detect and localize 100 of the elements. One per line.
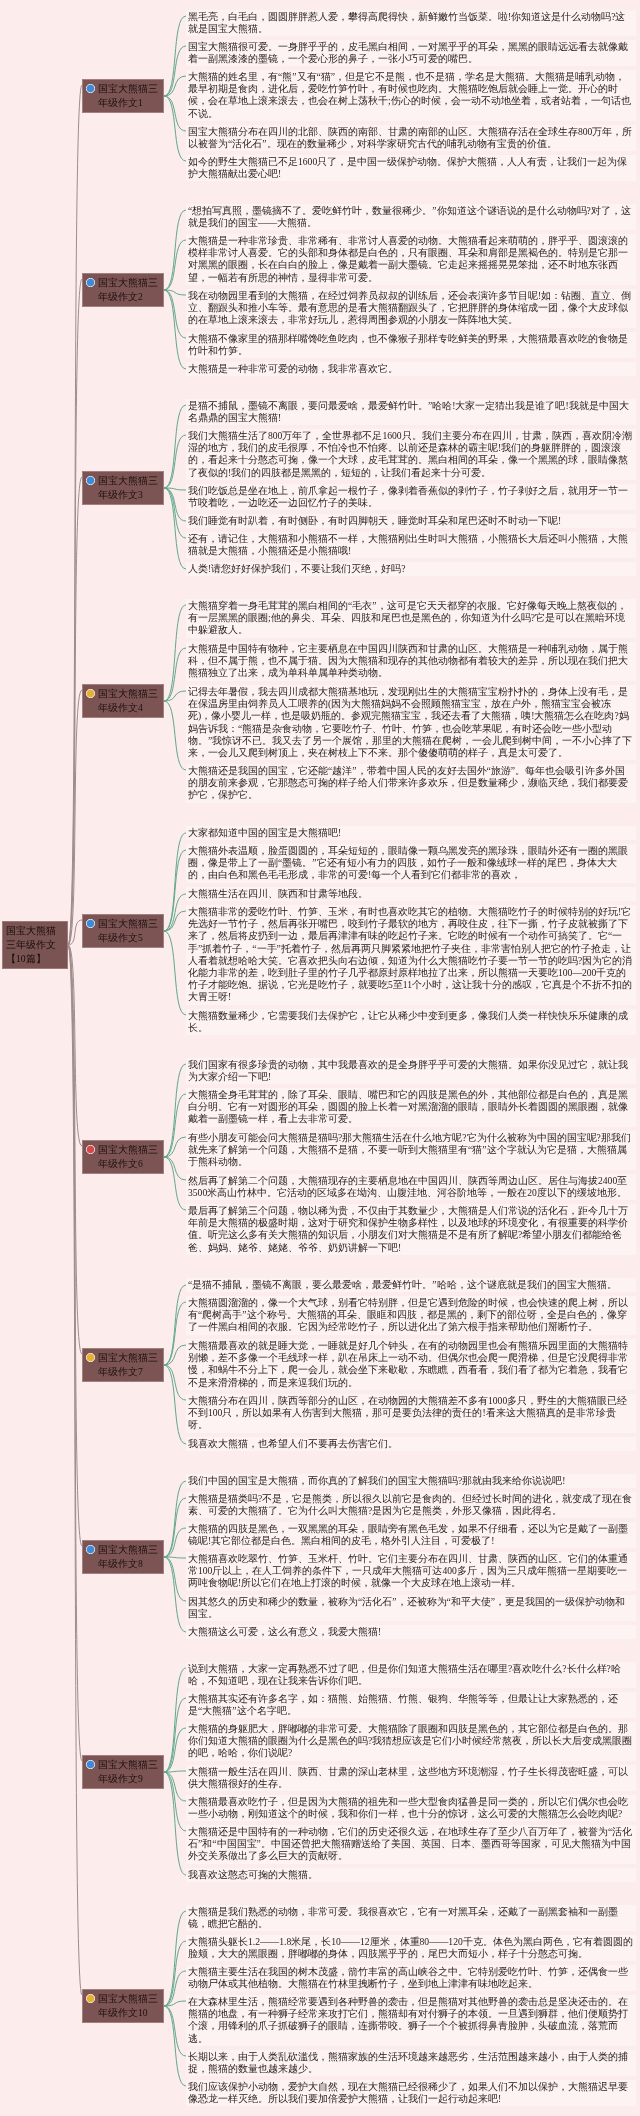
paragraph-text: 大熊猫是中国特有物种，它主要栖息在中国四川陕西和甘肃的山区。大熊猫是一种哺乳动物，属于熊科，但不属于熊，也不属于猫。因为大熊猫和现存的其他动物都有着较大的差异，所以现在我们把大熊猫独立了出来，成为单科单属单种类动物。 bbox=[186, 642, 636, 681]
connector-line bbox=[163, 1344, 187, 1366]
paragraph-text: 大熊猫喜欢吃翠竹、竹笋、玉米杆、竹叶。它们主要分布在四川、甘肃、陕西的山区。它们的体重通常100斤以上，在人工饲养的条件下，一只成年大熊猫可达400多斤，因为三只成年熊猫一星期要吃一两吨食物呢!所以它们在地上打滚的时候，就像一个大皮球在地上滚动一样。 bbox=[186, 1552, 636, 1591]
connector-line bbox=[163, 1156, 187, 1181]
branch-topic: 国宝大熊猫三年级作文2 bbox=[82, 273, 164, 307]
connector-line bbox=[163, 289, 187, 296]
paragraph-text: 大熊猫分布在四川，陕西等部分的山区，在动物园的大熊猫差不多有1000多只，野生的大熊猫眼已经不到100只，所以如果有人伤害到大熊猫，那可是要负法律的责任的!看来这大熊猫真的是非常珍贵呀。 bbox=[186, 1394, 636, 1433]
paragraph-text: 如今的野生大熊猫已不足1600只了，是中国一级保护动物。保护大熊猫，人人有责，让我们一起为保护大熊猫献出爱心吧! bbox=[186, 155, 636, 182]
branch-topic: 国宝大熊猫三年级作文5 bbox=[82, 913, 164, 948]
paragraph-text: 我们吃饭总是坐在地上，前爪拿起一根竹子，像剥着香蕉似的剥竹子，竹子剥好之后，就用牙一节一节咬着吃，一边吃还一边回忆竹子的美味。 bbox=[186, 484, 636, 511]
branch-topic: 国宝大熊猫三年级作文10 bbox=[82, 1988, 164, 2023]
connector-line bbox=[163, 1093, 187, 1158]
connector-line bbox=[163, 2005, 187, 2087]
paragraph-text: 大熊猫是一种非常可爱的动物，我非常喜欢它。 bbox=[186, 362, 636, 377]
connector-line bbox=[163, 1556, 187, 1633]
connector-line bbox=[163, 1770, 187, 1773]
paragraph-text: 我喜欢这憨态可掬的大熊猫。 bbox=[186, 1868, 636, 1883]
paragraph-text: 大熊猫生活在四川、陕西和甘肃等地段。 bbox=[186, 887, 636, 902]
root-topic: 国宝大熊猫三年级作文【10篇】 bbox=[2, 921, 68, 969]
paragraph-text: 我们中国的国宝是大熊猫，而你真的了解我们的国宝大熊猫吗?那就由我来给你说说吧! bbox=[186, 1474, 636, 1489]
paragraph-text: 大熊猫圆溜溜的，像一个大气球，别看它特别胖，但是它遇到危险的时候，也会快速的爬上树，所以有“爬树高手”这个称号。大熊猫的耳朵、眼眶和四肢，都是黑的，剩下的部位呀，全是白色的，像穿了一件黑白相间的衣服。它因为经常吃竹子，所以进化出了第六根手指来帮助他们掰断竹子。 bbox=[186, 1296, 636, 1335]
connector-line bbox=[163, 289, 187, 370]
paragraph-text: 因其悠久的历史和稀少的数量，被称为“活化石”，还被称为“和平大使”，更是我国的一级保护动物和国宝。 bbox=[186, 1595, 636, 1622]
branch-topic: 国宝大熊猫三年级作文1 bbox=[82, 78, 164, 113]
connector-line bbox=[163, 487, 187, 491]
connector-line bbox=[67, 944, 83, 1147]
connector-line bbox=[163, 404, 187, 489]
paragraph-text: 我们国家有很多珍贵的动物，其中我最喜欢的是全身胖乎乎可爱的大熊猫。如果你没见过它，就让我为大家介绍一下吧! bbox=[186, 1058, 636, 1085]
paragraph-text: 我们应该保护小动物，爱护大自然，现在大熊猫已经很稀少了，如果人们不加以保护，大熊猫迟早要像恐龙一样灭绝。所以我们要加倍爱护大熊猫，让我们一起行动起来吧! bbox=[186, 2080, 636, 2107]
paragraph-text: 有些小朋友可能会问大熊猫是猫吗?那大熊猫生活在什么地方呢?它为什么被称为中国的国宝呢?那我们就先来了解第一个问题，大熊猫不是猫，不要一听到大熊猫里有“猫”这个字就认为它是猫，大熊猫属于熊科动物。 bbox=[186, 1131, 636, 1170]
paragraph-text: 大熊猫非常的爱吃竹叶、竹笋、玉米，有时也喜欢吃其它的植物。大熊猫吃竹子的时候特别的好玩!它先选好一节竹子，然后再张开嘴巴，咬到竹子最软的地方，再咬住皮，往下一撕，竹子皮就被撕了下来了，然后将皮扔到一边，最后再津津有味的吃起竹子来。它吃的时候有一个动作可搞笑了。它“一手”抓着竹子，“一手”托着竹子，然后再两只脚紧紧地把竹子夹住，非常害怕别人把它的竹子抢走，让人看着就想哈哈大笑。它喜欢把头向右边倾，知道为什么大熊猫吃竹子要一节一节的吃吗?因为它的消化能力非常的差，吃到肚子里的竹子几乎都原封原样地拉了出来，所以熊猫一天要吃100—200千克的竹子才能吃饱。据说，它光是吃竹子，就要吃5至11个小时，这让我十分的感叹，它真是个不折不扣的大胃王呀! bbox=[186, 905, 636, 1005]
paragraph-text: 大熊猫还是中国特有的一种动物，它们的历史还很久远，在地球生存了至少八百万年了，被誉为“活化石”和“中国国宝”。中国还曾把大熊猫赠送给了美国、英国、日本、墨西哥等国家，可见大熊猫为中国外交关系做出了多么巨大的贡献呀。 bbox=[186, 1825, 636, 1864]
branch-topic: 国宝大熊猫三年级作文9 bbox=[82, 1755, 164, 1789]
paragraph-text: 大熊猫头躯长1.2——1.8米尾，长10——12厘米，体重80——120千克。体色为黑白两色，它有着圆圆的脸颊，大大的黑眼圈，胖嘟嘟的身体，四肢黑乎乎的，尾巴大而短小，样子十分憨态可掬。 bbox=[186, 1935, 636, 1962]
paragraph-text: “想拍写真照，墨镜摘不了。爱吃鲜竹叶，数量很稀少。”你知道这个谜语说的是什么动物吗?对了，这就是我们的国宝——大熊猫。 bbox=[186, 204, 636, 231]
paragraph-text: 大熊猫一般生活在四川、陕西、甘肃的深山老林里，这些地方环境潮湿，竹子生长得茂密旺盛，可以供大熊猫很好的生存。 bbox=[186, 1765, 636, 1792]
branch-topic: 国宝大熊猫三年级作文4 bbox=[82, 684, 164, 718]
paragraph-text: 人类!请您好好保护我们，不要让我们灭绝，好吗? bbox=[186, 562, 636, 577]
paragraph-text: 国宝大熊猫分布在四川的北部、陕西的南部、甘肃的南部的山区。大熊猫存活在全球生存800万年，所以被誉为“活化石”。现在的数量稀少，对科学家研究古代的哺乳动物有宝贵的价值。 bbox=[186, 125, 636, 152]
connector-line bbox=[163, 910, 187, 932]
connector-line bbox=[163, 2005, 187, 2057]
paragraph-text: 大熊猫的身躯肥大，胖嘟嘟的非常可爱。大熊猫除了眼圈和四肢是黑色的，其它部位都是白色的。那你们知道大熊猫的眼圈为什么是黑色的吗?我猜想应该是它们小时候经常熬夜，所以长大后变成黑眼圈的吧，哈哈，你们说呢? bbox=[186, 1722, 636, 1761]
paragraph-text: 大熊猫的四肢是黑色，一双黑黑的耳朵，眼睛旁有黑色毛发，如果不仔细看，还以为它是戴了一副墨镜呢!其它部位都是白色。黑白相间的皮毛，格外引人注目，可爱极了! bbox=[186, 1522, 636, 1549]
paragraph-text: “是猫不捕鼠，墨镜不离眼，要么最爱啥，最爱鲜竹叶。”哈哈，这个谜底就是我们的国宝大熊猫。 bbox=[186, 1278, 636, 1293]
paragraph-text: 国宝大熊猫很可爱。一身胖乎乎的，皮毛黑白相间，一对黑乎乎的耳朵，黑黑的眼睛远远看去就像戴着一副黑漆漆的墨镜，一个爱心形的鼻子，一张小巧可爱的嘴巴。 bbox=[186, 40, 636, 67]
branch-topic: 国宝大熊猫三年级作文8 bbox=[82, 1539, 164, 1574]
connector-line bbox=[163, 209, 187, 291]
connector-line bbox=[163, 1940, 187, 2007]
paragraph-text: 然后再了解第二个问题，大熊猫现存的主要栖息地在中国四川、陕西等周边山区。居住与海拔2400至3500米高山竹林中。它活动的区域多在坳沟、山腹洼地、河谷阶地等，一般在20度以下的缓坡地形。 bbox=[186, 1174, 636, 1201]
connector-line bbox=[163, 1364, 187, 1445]
paragraph-text: 大熊猫最喜欢的就是睡大觉，一睡就是好几个钟头，在有的动物园里也会有熊猫乐园里面的大熊猫特别懒，差不多像一个毛线球一样，趴在吊床上一动不动。但偶尔也会爬一爬滑梯，但是它没爬得非常慢，和蜗牛不分上下，爬一会儿，就会坐下来歇歇，东瞧瞧，西看看，我们看了都为它着急，我看它不是来滑滑梯的，而是来逗我们玩的。 bbox=[186, 1339, 636, 1390]
paragraph-text: 是猫不捕鼠，墨镜不离眼，要问最爱啥，最爱鲜竹叶。”哈哈!大家一定猜出我是谁了吧!我就是中国大名鼎鼎的国宝大熊猫! bbox=[186, 399, 636, 426]
connector-line bbox=[163, 487, 187, 570]
connector-line bbox=[163, 1301, 187, 1366]
branch-topic: 国宝大熊猫三年级作文7 bbox=[82, 1347, 164, 1382]
paragraph-text: 大熊猫是猫类吗?不是，它是熊类，所以很久以前它是食肉的。但经过长时间的进化，就变成了现在食素、可爱的大熊猫了。它为什么叫大熊猫?是因为它是熊类，外形又像猫，因此得名。 bbox=[186, 1492, 636, 1519]
paragraph-text: 大家都知道中国的国宝是大熊猫吧! bbox=[186, 826, 636, 841]
paragraph-text: 黑毛亮，白毛白，圆圆胖胖惹人爱，攀得高爬得快，新鲜嫩竹当饭菜。啦!你知道这是什么动物吗?这就是国宝大熊猫。 bbox=[186, 10, 636, 37]
paragraph-text: 在大森林里生活，熊猫经常要遇到各种野兽的袭击，但是熊猫对其他野兽的袭击总是坚决还击的。在熊猫的地盘，有一种狮子经常来攻打它们，熊猫却有对付狮子的本领。一旦遇到狮群，他们便顺势打个滚，用锋利的爪子抓破狮子的眼睛，连撕带咬。狮子一个个被抓得鼻青脸肿，头破血流，落荒而逃。 bbox=[186, 1995, 636, 2046]
paragraph-text: 大熊猫数量稀少，它需要我们去保护它，让它从稀少中变到更多，像我们人类一样快快乐乐健康的成长。 bbox=[186, 1009, 636, 1036]
connector-line bbox=[163, 15, 187, 97]
paragraph-text: 我在动物园里看到的大熊猫，在经过饲养员叔叔的训练后，还会表演许多节目呢!如：钻圈、直立、倒立、翻跟头和推小车等。最有意思的是看大熊猫翻跟头了，它把胖胖的身体缩成一团，像个大皮球似的在草地上滚来滚去，非常好玩儿，惹得周围参观的小朋友一阵阵地大笑。 bbox=[186, 289, 636, 328]
connector-line bbox=[163, 1771, 187, 1876]
paragraph-text: 大熊猫的姓名里，有“熊”又有“猫”，但是它不是熊，也不是猫，学名是大熊猫。大熊猫是哺乳动物，最早初期是食肉，进化后，爱吃竹笋竹叶，有时候也吃肉。大熊猫吃饱后就会睡上一觉。开心的时候，会在草地上滚来滚去，也会在树上荡秋千;伤心的时候，会一动不动地坐着，或者站着，一句话也不说。 bbox=[186, 70, 636, 121]
paragraph-text: 我们睡觉有时趴着，有时侧卧，有时四脚朝天，睡觉时耳朵和尾巴还时不时动一下呢! bbox=[186, 514, 636, 529]
connector-line bbox=[163, 1497, 187, 1558]
connector-line bbox=[163, 1697, 187, 1773]
connector-line bbox=[163, 1556, 187, 1559]
connector-line bbox=[163, 487, 187, 539]
paragraph-text: 大熊猫最喜欢吃竹子，但是因为大熊猫的祖先和一些大型食肉猛兽是同一类的，所以它们偶尔也会吃一些小动物，刚知道这个的时候，我和你们一样，也十分的惊讶，这么可爱的大熊猫怎么会吃肉呢? bbox=[186, 1795, 636, 1822]
paragraph-text: 我喜欢大熊猫，也希望人们不要再去伤害它们。 bbox=[186, 1437, 636, 1452]
paragraph-text: 大熊猫其实还有许多名字，如：猫熊、始熊猫、竹熊、银狗、华熊等等，但最让让大家熟悉的，还是“大熊猫”这个名字吧。 bbox=[186, 1692, 636, 1719]
branch-topic: 国宝大熊猫三年级作文3 bbox=[82, 470, 164, 505]
connector-line bbox=[163, 930, 187, 1016]
connector-line bbox=[163, 690, 187, 702]
paragraph-text: 记得去年暑假，我去四川成都大熊猫基地玩，发现刚出生的大熊猫宝宝粉扑扑的，身体上没有毛，是在保温房里由饲养员人工喂养的(因为大熊猫妈妈不会照顾熊猫宝宝，放在户外，熊猫宝宝会被冻死)，像小婴儿一样，也是吸奶瓶的。参观完熊猫宝宝，我还去看了大熊猫，咦!大熊猫怎么在吃肉?妈妈告诉我：“熊猫是杂食动物，它要吃竹子、竹叶、竹笋，也会吃苹果呢，有时还会吃一些小型动物。”我惊讶不已。我又去了另一个展馆，那里的大熊猫在爬树，一会儿爬到树中间，一不小心摔了下来，一会儿又爬到树顶上，夹在树枝上下不来。那个傻傻萌萌的样子，真是太可爱了。 bbox=[186, 685, 636, 761]
connector-line bbox=[163, 604, 187, 702]
paragraph-text: 大熊猫是一种非常珍贵、非常稀有、非常讨人喜爱的动物。大熊猫看起来萌萌的，胖乎乎、圆滚滚的模样非常讨人喜爱。它的头部和身体都是白色的，只有眼圈、耳朵和肩部是黑褐色的。特别是它那一对黑黑的眼圈，长在白白的脸上，像是戴着一副大墨镜。它走起来摇摇晃晃笨拙，还不时地东张西望，一幅若有所思的神情，显得非常可爱。 bbox=[186, 234, 636, 285]
paragraph-text: 大熊猫这么可爱，这么有意义，我爱大熊猫! bbox=[186, 1625, 636, 1640]
connector-line bbox=[163, 849, 187, 932]
paragraph-text: 大熊猫全身毛茸茸的，除了耳朵、眼睛、嘴巴和它的四肢是黑色的外，其他部位都是白色的，真是黑白分明。它有一对圆形的耳朵，圆圆的脸上长着一对黑溜溜的眼睛，眼睛外长着圆圆的黑眼圈，就像戴着一副墨镜一样，看上去非常可爱。 bbox=[186, 1088, 636, 1127]
connector-line bbox=[163, 1156, 187, 1211]
connector-line bbox=[163, 75, 187, 97]
paragraph-text: 最后再了解第三个问题，物以稀为贵，不仅由于其数量少，大熊猫是人们常说的活化石，距今几十万年前是大熊猫的极盛时期，这对于研究和保护生物多样性，以及地球的环境变化，有很重要的科学价值。听完这么多有关大熊猫的知识后，小朋友们对大熊猫是不是有所了解呢?希望小朋友们都能给爸爸、妈妈、姥爷、姥姥、爷爷、奶奶讲解一下吧! bbox=[186, 1204, 636, 1255]
paragraph-text: 大熊猫是我们熟悉的动物，非常可爱。我很喜欢它，它有一对黑耳朵，还戴了一副黑套袖和一副墨镜，瞧把它酷的。 bbox=[186, 1905, 636, 1932]
connector-line bbox=[163, 95, 187, 162]
connector-line bbox=[163, 1136, 187, 1158]
connector-line bbox=[67, 919, 83, 946]
paragraph-text: 大熊猫穿着一身毛茸茸的黑白相间的“毛衣”，这可是它天天都穿的衣服。它好像每天晚上熬夜似的，有一层黑黑的眼圈;他的鼻尖、耳朵、四肢和尾巴也是黑色的，你知道为什么吗?它是可以在黑暗环境中躲避敌人。 bbox=[186, 599, 636, 638]
paragraph-text: 大熊猫不像家里的猫那样嘴馋吃鱼吃肉，也不像猴子那样专吃鲜美的野果，大熊猫最喜欢吃的食物是竹叶和竹笋。 bbox=[186, 332, 636, 359]
paragraph-text: 我们大熊猫生活了800万年了，全世界都不足1600只。我们主要分布在四川，甘肃，陕西，喜欢阴冷潮湿的地方，我们的皮毛很厚，不怕冷也不怕疼。以前还是森林的霸主呢!我们的身躯胖胖的，圆滚滚的，看起来十分憨态可掬，像一个大球，皮毛茸茸的。黑白相间的耳朵，像一个黑黑的球，眼睛像熬了夜似的!我们的四肢都是黑黑的，短短的，让我们看起来十分可爱。 bbox=[186, 429, 636, 480]
connector-line bbox=[67, 689, 83, 946]
connector-line bbox=[163, 2000, 187, 2007]
paragraph-text: 大熊猫主要生活在我国的树木茂盛，箭竹丰富的高山峡谷之中。它特别爱吃竹叶、竹笋，还偶食一些动物尸体或其他植物。大熊猫在竹林里拽断竹子，坐到地上津津有味地吃起来。 bbox=[186, 1965, 636, 1992]
paragraph-text: 说到大熊猫，大家一定再熟悉不过了吧，但是你们知道大熊猫生活在哪里?喜欢吃什么?长什么样?哈哈，不知道吧，现在让我来告诉你们吧。 bbox=[186, 1662, 636, 1689]
connector-line bbox=[163, 700, 187, 771]
paragraph-text: 还有，请记住，大熊猫和小熊猫不一样，大熊猫刚出生时叫大熊猫，小熊猫长大后还叫小熊猫，大熊猫就是大熊猫，小熊猫还是小熊猫哦! bbox=[186, 532, 636, 559]
paragraph-text: 长期以来，由于人类乱砍滥伐，熊猫家族的生活环境越来越恶劣，生活范围越来越小，由于人类的捕捉，熊猫的数量也越来越少。 bbox=[186, 2050, 636, 2077]
paragraph-text: 大熊猫还是我国的国宝，它还能“越洋”，带着中国人民的友好去国外“旅游”。每年也会吸引许多外国的朋友前来参观，它那憨态可掬的样子给人们带来许多欢乐，但是数量稀少，濒临灭绝，我们都要爱护它，保护它。 bbox=[186, 764, 636, 803]
paragraph-text: 大熊猫外表温顺，脸蛋圆圆的，耳朵短短的，眼睛像一颗乌黑发亮的黑珍珠，眼睛外还有一圈的黑眼圈，像是带上了一副“墨镜。”它还有短小有力的四肢，如竹子一般和像绒球一样的尾巴，身体大大的，由白色和黑色毛毛形成，非常的可爱!每一个人看到它们都非常的喜欢， bbox=[186, 844, 636, 883]
